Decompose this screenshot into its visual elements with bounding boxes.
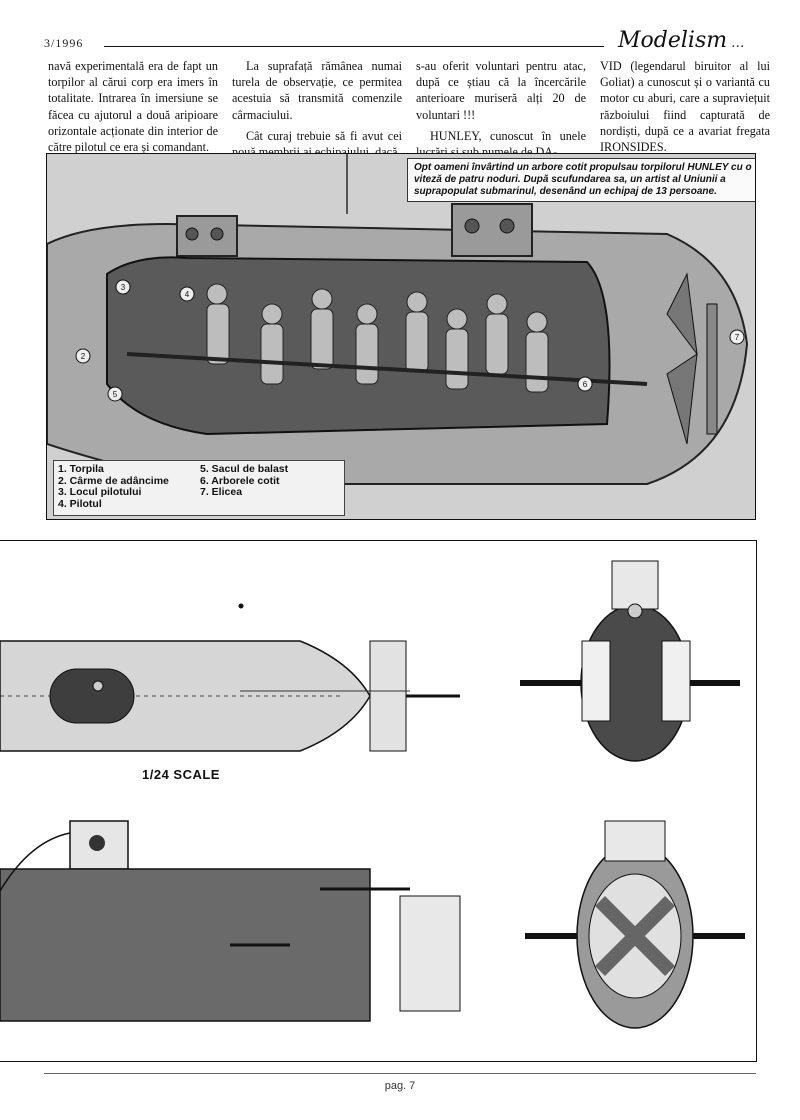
footer-rule — [44, 1073, 756, 1074]
front-view-drawing — [520, 560, 740, 762]
marker-2: 2 — [81, 352, 86, 361]
marker-7: 7 — [735, 333, 740, 342]
issue-number: 3/1996 — [44, 36, 84, 50]
parts-legend: 1. Torpila 2. Cârme de adâncime 3. Locul… — [53, 460, 345, 516]
text-column-2: La suprafață rămânea numai turela de obs… — [232, 58, 402, 165]
legend-item: 3. Locul pilotului — [58, 486, 142, 498]
paragraph: navă experimentală era de fapt un torpil… — [48, 59, 218, 155]
scale-label: 1/24 SCALE — [142, 767, 220, 782]
paragraph: VID (legendarul biruitor al lui Goliat) … — [600, 59, 770, 155]
text-column-1: navă experimentală era de fapt un torpil… — [48, 58, 218, 160]
legend-item: 1. Torpila — [58, 463, 104, 475]
text-column-4: VID (legendarul biruitor al lui Goliat) … — [600, 58, 770, 160]
marker-3: 3 — [121, 283, 126, 292]
legend-item: 4. Pilotul — [58, 497, 102, 510]
side-view-drawing — [0, 820, 461, 1022]
text-column-3: s-au oferit voluntari pentru atac, după … — [416, 58, 586, 165]
legend-item: 6. Arborele cotit — [200, 474, 280, 487]
paragraph: s-au oferit voluntari pentru atac, după … — [416, 59, 586, 122]
paragraph: La suprafață rămânea numai turela de obs… — [232, 59, 402, 122]
header-rule — [104, 46, 604, 47]
logo-swoosh: ... — [731, 35, 745, 51]
magazine-logo: Modelism... — [618, 28, 744, 53]
marker-4: 4 — [185, 290, 190, 299]
illustration-caption: Opt oameni învârtind un arbore cotit pro… — [407, 158, 755, 202]
legend-item: 7. Elicea — [200, 486, 243, 498]
legend-item: 5. Sacul de balast — [200, 463, 289, 475]
hunley-plan-drawings — [0, 560, 745, 1029]
callout-markers — [75, 279, 745, 402]
top-view-drawing — [0, 603, 460, 752]
rear-view-drawing — [525, 820, 745, 1029]
marker-5: 5 — [113, 390, 118, 399]
scale-plans: 1/24 SCALE — [0, 540, 757, 1062]
page-number: pag. 7 — [384, 1080, 416, 1092]
hunley-cutaway-drawing: 3 2 4 5 6 7 — [47, 154, 755, 519]
cutaway-illustration: 3 2 4 5 6 7 Opt oameni învârtind un arbo… — [46, 153, 756, 520]
legend-item: 2. Cârme de adâncime — [58, 474, 169, 487]
magazine-logo-text: Modelism — [618, 28, 728, 53]
marker-6: 6 — [583, 380, 588, 389]
